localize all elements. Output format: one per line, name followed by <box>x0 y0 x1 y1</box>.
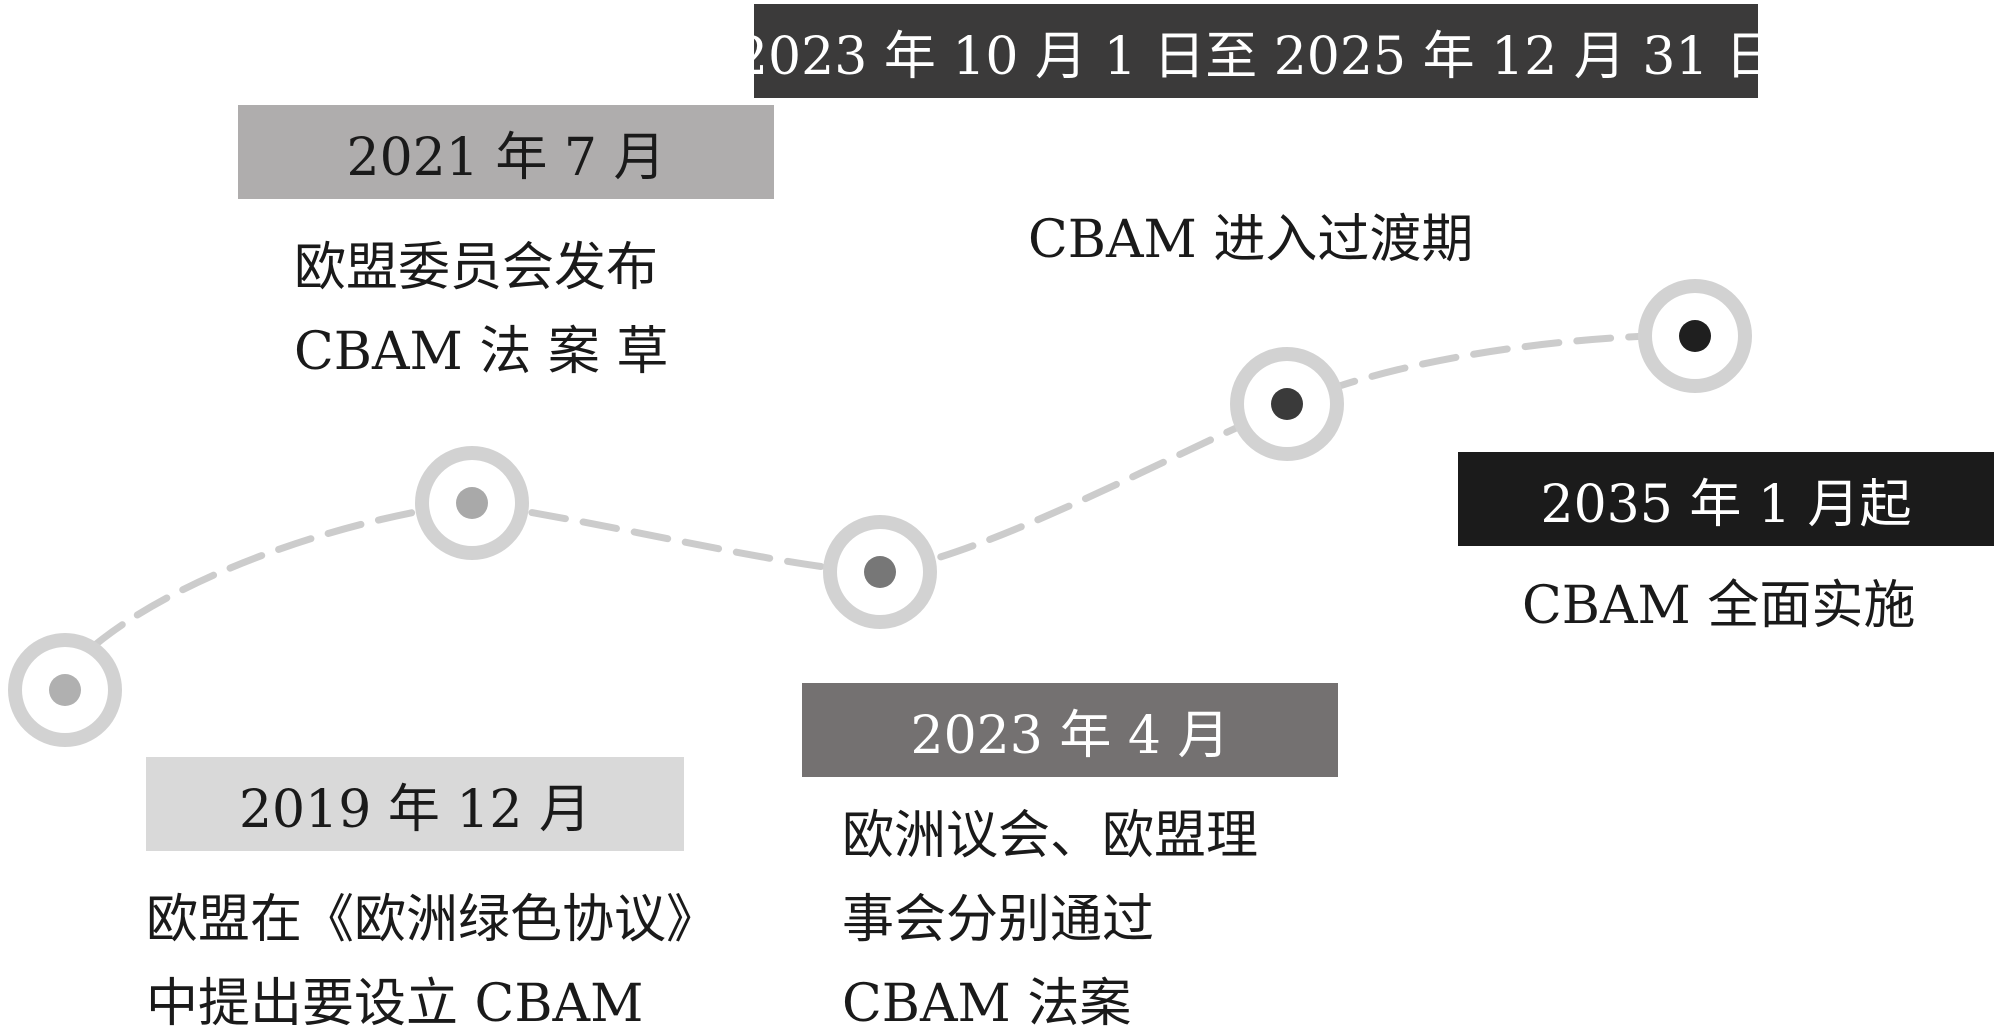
description-line: CBAM 法 案 草 <box>294 322 669 382</box>
node-2019 <box>8 633 122 747</box>
description-line: 中提出要设立 CBAM <box>146 974 644 1033</box>
milestone-description-2021: 欧盟委员会发布 CBAM 法 案 草 <box>294 226 668 394</box>
node-dot <box>1679 320 1711 352</box>
date-label: 2019 年 12 月 <box>238 779 592 840</box>
date-label: 2023 年 4 月 <box>910 705 1230 766</box>
description-line: 欧洲议会、欧盟理 <box>842 806 1259 866</box>
milestone-description-2023-apr: 欧洲议会、欧盟理 事会分别通过 CBAM 法案 <box>842 794 1258 1033</box>
milestone-description-2019: 欧盟在《欧洲绿色协议》 中提出要设立 CBAM <box>146 878 718 1033</box>
node-dot <box>864 556 896 588</box>
node-dot <box>456 487 488 519</box>
description-line: CBAM 进入过渡期 <box>1028 210 1474 270</box>
node-2021 <box>415 446 529 560</box>
description-line: 事会分别通过 <box>842 890 1155 950</box>
milestone-description-2035: CBAM 全面实施 <box>1522 564 1915 648</box>
date-box-2021: 2021 年 7 月 <box>238 105 774 199</box>
description-line: CBAM 法案 <box>842 974 1132 1033</box>
date-box-2019: 2019 年 12 月 <box>146 757 684 851</box>
description-line: CBAM 全面实施 <box>1522 576 1916 636</box>
date-box-transition-period: 2023 年 10 月 1 日至 2025 年 12 月 31 日 <box>735 4 1777 98</box>
node-2023-oct <box>1230 347 1344 461</box>
node-2035 <box>1638 279 1752 393</box>
description-line: 欧盟委员会发布 <box>294 238 659 298</box>
date-label: 2035 年 1 月起 <box>1540 474 1912 535</box>
timeline-dashed-path <box>91 331 1699 649</box>
node-dot <box>49 674 81 706</box>
date-box-2023-apr: 2023 年 4 月 <box>802 683 1338 777</box>
milestone-description-transition: CBAM 进入过渡期 <box>1028 198 1473 282</box>
node-dot <box>1271 388 1303 420</box>
date-box-2035: 2035 年 1 月起 <box>1458 452 1994 546</box>
description-line: 欧盟在《欧洲绿色协议》 <box>146 890 719 950</box>
date-label: 2021 年 7 月 <box>346 127 666 188</box>
date-label: 2023 年 10 月 1 日至 2025 年 12 月 31 日 <box>734 26 1778 87</box>
node-2023-apr <box>823 515 937 629</box>
